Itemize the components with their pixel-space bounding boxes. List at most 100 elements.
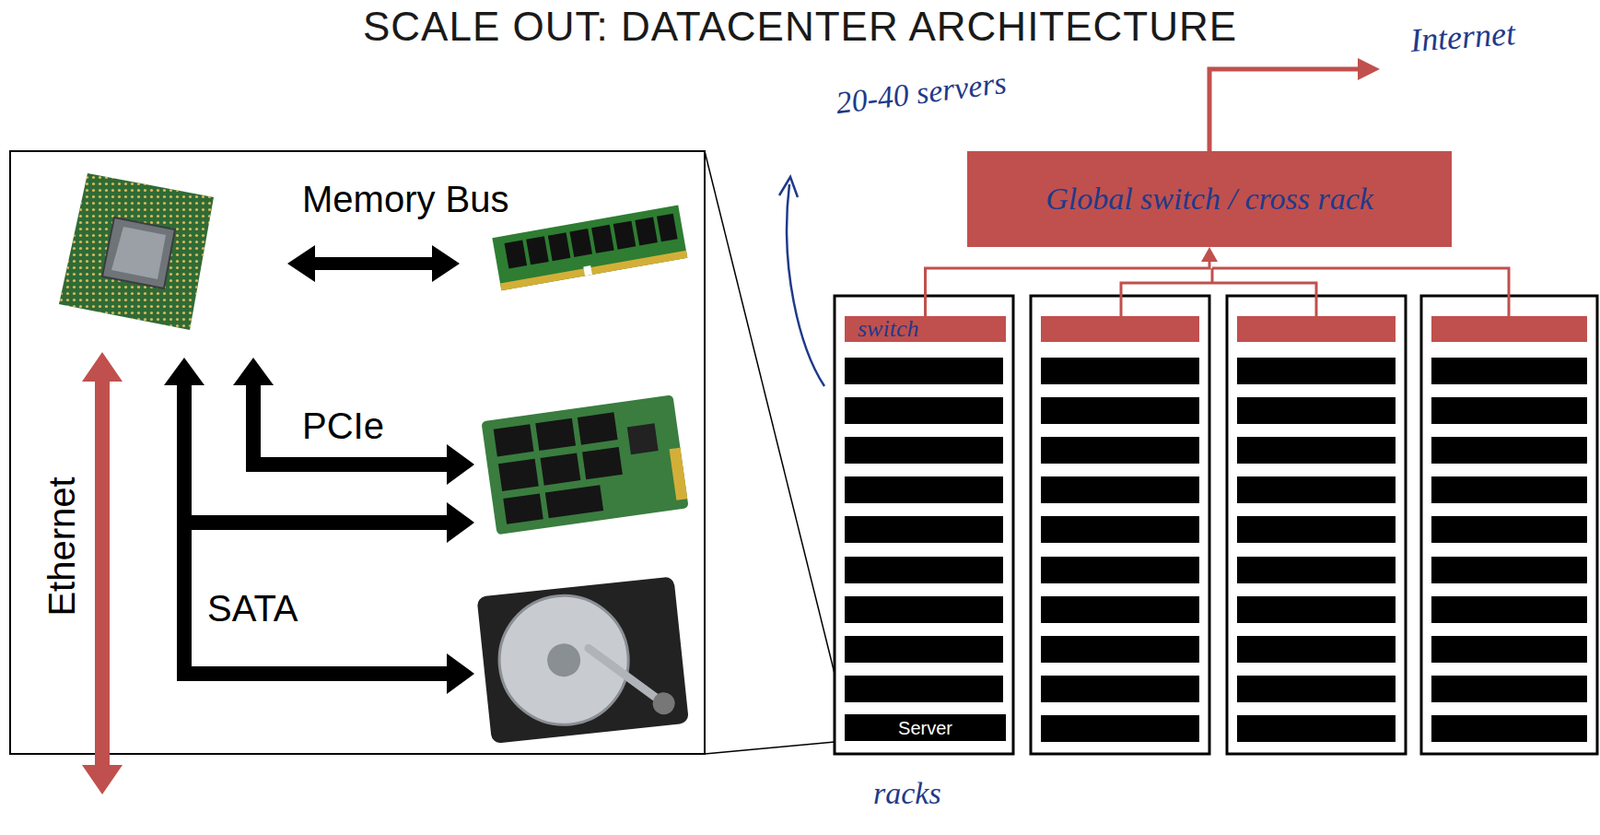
switch-links-part xyxy=(1211,268,1215,283)
ethernet-arrow-part xyxy=(81,351,123,382)
ram-picture-part xyxy=(500,250,688,291)
ssd-picture-part xyxy=(577,411,619,444)
zoom-line xyxy=(704,151,845,714)
ssd-picture-part xyxy=(535,418,576,451)
rack-switch: switch xyxy=(844,315,1006,342)
server-slot xyxy=(1040,714,1200,742)
cpu-picture xyxy=(58,173,214,330)
annotation-arrow-part xyxy=(779,176,798,198)
ram-picture-part xyxy=(613,221,637,250)
server-slot xyxy=(1237,675,1396,702)
server-slot xyxy=(1237,556,1396,584)
ssd-picture-part xyxy=(627,422,659,455)
ram-picture-part xyxy=(548,232,572,261)
ssd-picture-part xyxy=(480,394,689,535)
node-text: Server xyxy=(898,718,953,737)
io-bus-arrow-part xyxy=(163,357,205,386)
rack-group xyxy=(834,295,1598,754)
switch-links-part xyxy=(1121,282,1317,316)
cpu-picture-part xyxy=(111,226,166,280)
switch-links xyxy=(1121,268,1509,316)
bus-label: SATA xyxy=(207,586,299,630)
ssd-picture-part xyxy=(493,423,535,456)
node-text: switch xyxy=(857,316,919,341)
server-slot xyxy=(1431,595,1588,623)
ram-picture-part xyxy=(569,228,593,257)
server-slot xyxy=(1040,595,1200,623)
ssd-picture-part xyxy=(498,458,539,491)
ram-picture-part xyxy=(525,235,549,265)
server-slot xyxy=(1040,436,1200,464)
server-slot xyxy=(844,595,1004,623)
server-slot xyxy=(1237,515,1396,543)
ram-picture-part xyxy=(583,265,593,276)
rack-outline xyxy=(834,295,1014,754)
rack-outline xyxy=(1421,295,1598,754)
io-bus-arrow-part xyxy=(446,653,475,694)
pcie-arrow-part xyxy=(233,357,274,386)
ssd-picture-part xyxy=(502,492,544,524)
handwritten-note: Internet xyxy=(1409,14,1518,60)
server-slot xyxy=(1040,397,1200,424)
rack-outline xyxy=(1226,295,1406,754)
internet-arrow-part xyxy=(1209,69,1362,152)
server-slot xyxy=(1040,476,1200,503)
server-slot xyxy=(844,357,1004,385)
zoom-line xyxy=(704,740,845,754)
io-bus-arrow-part xyxy=(446,502,475,543)
ram-picture-part xyxy=(491,205,688,292)
ram-picture-part xyxy=(656,213,678,243)
io-bus-arrow-part xyxy=(176,381,192,681)
handwritten-note: 20-40 servers xyxy=(833,64,1008,121)
rack-switch xyxy=(1237,315,1396,342)
server-slot xyxy=(844,397,1004,424)
ram-picture-part xyxy=(504,239,528,269)
server-slot xyxy=(844,436,1004,464)
pcie-arrow-part xyxy=(245,456,449,472)
global-switch: Global switch / cross rack xyxy=(967,151,1452,247)
internet-arrow-part xyxy=(1357,58,1380,81)
bus-label: Memory Bus xyxy=(302,177,510,221)
ram-picture-part xyxy=(634,216,658,246)
hdd-picture-part xyxy=(476,575,690,744)
server-slot xyxy=(1431,476,1588,503)
pcie-arrow xyxy=(233,357,475,485)
annotation-arrow xyxy=(779,176,825,386)
internet-arrow xyxy=(1209,58,1380,152)
server-slot xyxy=(1040,556,1200,584)
ethernet-arrow-part xyxy=(81,764,123,795)
server-slot xyxy=(1237,635,1396,663)
server-slot xyxy=(844,635,1004,663)
server-slot xyxy=(1040,635,1200,663)
server-slot xyxy=(1431,515,1588,543)
annotation-arrow-part xyxy=(786,184,825,386)
memory-bus-arrow xyxy=(287,245,460,282)
connector-arrowhead xyxy=(1201,246,1218,262)
node-text: Global switch / cross rack xyxy=(1045,183,1374,215)
server-slot xyxy=(844,476,1004,503)
io-bus-arrow-part xyxy=(176,665,449,681)
hdd-picture xyxy=(476,575,690,744)
server-slot xyxy=(1237,476,1396,503)
io-bus-arrow xyxy=(163,357,475,694)
server-slot xyxy=(1237,436,1396,464)
server-slot xyxy=(1431,436,1588,464)
io-bus-arrow-part xyxy=(176,514,449,530)
pcie-arrow-part xyxy=(446,443,475,485)
server-slot xyxy=(1040,675,1200,702)
server-slot xyxy=(844,556,1004,584)
server-slot xyxy=(1237,595,1396,623)
rack-switch xyxy=(1040,315,1200,342)
server-slot xyxy=(1431,675,1588,702)
ethernet-arrow xyxy=(81,351,123,795)
rack-outline xyxy=(1030,295,1210,754)
server-slot xyxy=(1431,357,1588,385)
server-slot: Server xyxy=(844,713,1006,741)
ethernet-arrow-part xyxy=(94,379,110,767)
server-slot xyxy=(1431,714,1588,742)
ssd-picture xyxy=(480,394,689,535)
ssd-picture-part xyxy=(545,484,604,518)
server-slot xyxy=(1431,635,1588,663)
server-slot xyxy=(1237,357,1396,385)
